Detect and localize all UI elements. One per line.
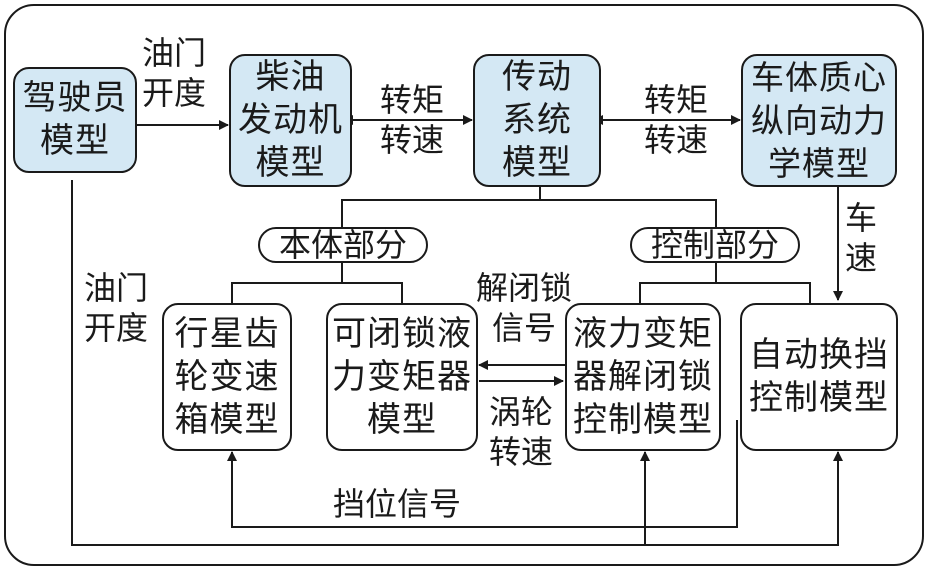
torque-speed-label-2: 转矩 转速 [643,81,708,159]
diesel-engine-model-block: 柴油 发动机 模型 [229,54,352,187]
tree-drivetrain-groups [341,199,717,243]
control-part-group: 控制部分 [630,227,800,263]
gear-signal-label: 挡位信号 [332,485,461,523]
torque-converter-model-block: 可闭锁液 力变矩器 模型 [326,303,478,451]
shift-control-model-block: 自动换挡 控制模型 [740,303,898,451]
throttle-label-left: 油门 开度 [83,269,148,347]
lockup-signal-label: 解闭锁 信号 [475,269,572,347]
wire-throttle-bus [71,180,843,546]
vehicle-speed-label: 车 速 [844,199,877,277]
wire-gear-signal [227,420,738,528]
torque-speed-label-1: 转矩 转速 [379,81,444,159]
diagram-frame [4,4,924,566]
tree-control-children [639,282,811,303]
drivetrain-model-block: 传动 系统 模型 [473,54,601,187]
planetary-gearbox-model-block: 行星齿 轮变速 箱模型 [162,303,292,451]
tree-body-children [231,282,403,303]
body-part-group: 本体部分 [258,227,428,263]
throttle-label-top: 油门 开度 [141,34,206,112]
turbine-speed-label: 涡轮 转速 [488,393,553,471]
driver-model-block: 驾驶员 模型 [13,67,137,173]
lockup-control-model-block: 液力变矩 器解闭锁 控制模型 [565,303,721,451]
vehicle-dynamics-model-block: 车体质心 纵向动力 学模型 [741,54,897,187]
